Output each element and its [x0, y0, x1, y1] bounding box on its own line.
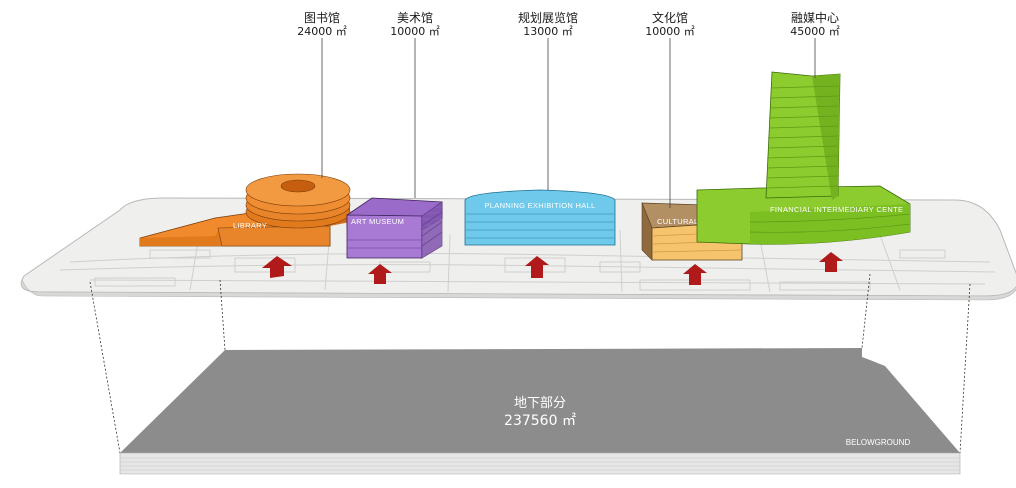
building-art-museum: ART MUSEUM — [346, 197, 443, 259]
cultural-center-label: CULTURAL CENTER — [657, 217, 733, 226]
art-museum-area: 10000 ㎡ — [390, 25, 440, 38]
media-center-area: 45000 ㎡ — [790, 25, 840, 38]
underground-name: 地下部分 — [514, 396, 566, 411]
building-media-center: FINANCIAL INTERMEDIARY CENTE — [696, 71, 911, 245]
callout-art-museum: 美术馆 10000 ㎡ — [385, 11, 445, 39]
media-center-name: 融媒中心 — [790, 11, 839, 25]
library-label: LIBRARY — [233, 221, 267, 230]
entrance-arrows — [262, 252, 843, 285]
planning-hall-label: PLANNING EXHIBITION HALL — [485, 201, 596, 210]
art-museum-label: ART MUSEUM — [351, 217, 404, 226]
underground-area: 237560 ㎡ — [504, 413, 576, 429]
planning-hall-area: 13000 ㎡ — [523, 25, 573, 38]
cultural-center-name: 文化馆 — [651, 11, 688, 25]
media-center-label: FINANCIAL INTERMEDIARY CENTE — [770, 205, 903, 214]
entrance-arrow — [683, 264, 707, 285]
cultural-center-area: 10000 ㎡ — [645, 25, 695, 38]
entrance-arrow — [819, 252, 843, 272]
callout-media-center: 融媒中心 45000 ㎡ — [785, 11, 845, 39]
art-museum-name: 美术馆 — [396, 11, 433, 25]
underground-block: 地下部分 237560 ㎡ BELOWGROUND — [119, 348, 961, 475]
entrance-arrow — [525, 256, 549, 278]
library-area: 24000 ㎡ — [297, 25, 347, 38]
underground-floor-lines — [120, 457, 960, 471]
planning-hall-floor-lines — [465, 213, 615, 239]
tower-floor-lines — [765, 85, 839, 189]
entrance-arrow — [368, 264, 392, 284]
library-name: 图书馆 — [303, 11, 340, 25]
building-planning-hall: PLANNING EXHIBITION HALL — [464, 189, 616, 246]
callout-library: 图书馆 24000 ㎡ — [292, 11, 352, 39]
callout-cultural-center: 文化馆 10000 ㎡ — [640, 11, 700, 39]
callout-planning-hall: 规划展览馆 13000 ㎡ — [508, 11, 588, 39]
planning-hall-name: 规划展览馆 — [517, 11, 578, 25]
underground-label: BELOWGROUND — [846, 438, 911, 447]
entrance-arrow — [262, 256, 292, 278]
building-library: LIBRARY — [139, 173, 351, 247]
projection-lines — [89, 273, 971, 454]
callout-lines — [321, 38, 816, 208]
